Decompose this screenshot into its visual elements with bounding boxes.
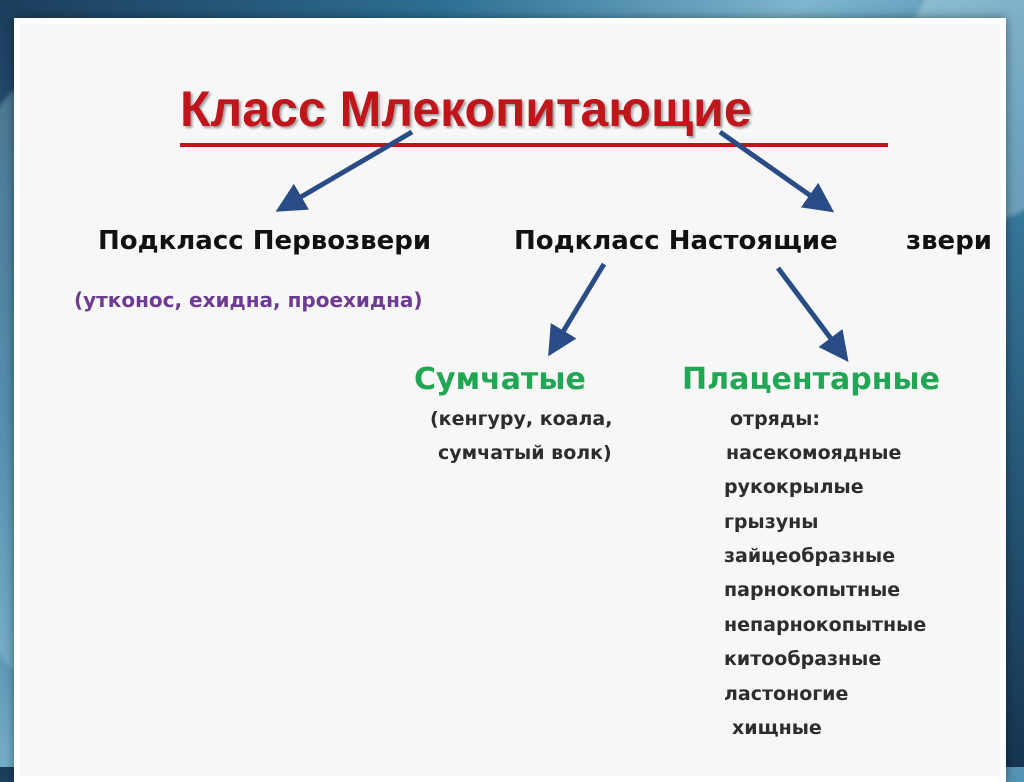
order-item: хищные [732,717,822,739]
prototheria-examples: (утконос, ехидна, проехидна) [74,288,423,312]
order-item: насекомоядные [726,442,902,464]
subclass-theria: Подкласс Настоящие [514,226,838,256]
arrow-to-placentals [776,266,849,362]
marsupials-examples-line2: сумчатый волк) [438,442,612,464]
marsupials-examples-line1: (кенгуру, коала, [430,408,613,430]
subclass-prototheria: Подкласс Первозвери [98,226,432,256]
order-item: грызуны [724,511,819,533]
placentals-orders-header: отряды: [730,408,820,430]
placentals-label: Плацентарные [682,362,940,397]
arrow-to-marsupials [548,262,607,357]
order-item: зайцеобразные [724,545,896,567]
arrow-to-prototheria [275,129,414,212]
slide-panel: Класс Млекопитающие Подкласс Первозвери … [14,18,1006,782]
order-item: парнокопытные [724,579,901,601]
marsupials-label: Сумчатые [414,362,586,397]
order-item: непарнокопытные [724,614,927,636]
arrow-to-theria [718,129,835,213]
arrow-layer [275,129,849,362]
order-item: китообразные [724,648,882,670]
order-item: рукокрылые [724,476,864,498]
order-item: ластоногие [724,683,849,705]
slide-title: Класс Млекопитающие [180,81,752,137]
title-underline [180,143,888,147]
subclass-theria-suffix: звери [906,226,993,256]
